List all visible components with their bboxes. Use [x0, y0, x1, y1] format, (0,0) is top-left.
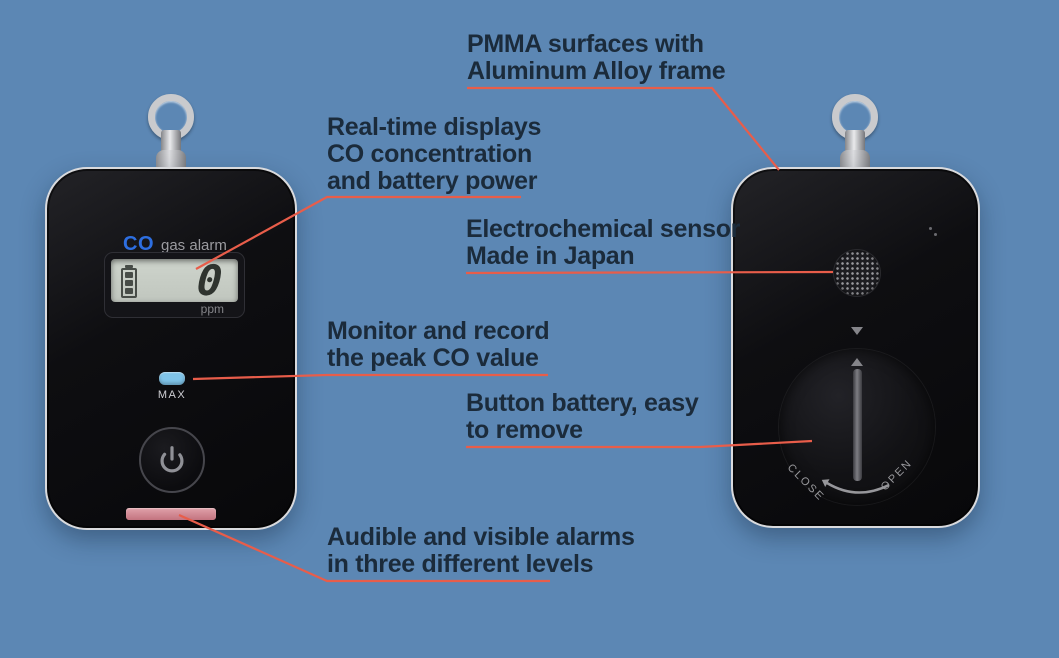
- annotation-text: PMMA surfaces with: [467, 30, 704, 58]
- annotation-button-battery: Button battery, easy to remove: [466, 389, 699, 444]
- alarm-light-strip: [126, 508, 216, 520]
- coin-slot: [853, 369, 862, 481]
- co-reading-value: 0: [194, 256, 224, 305]
- annotation-text: and battery power: [327, 167, 538, 195]
- door-marker-icon: [851, 358, 863, 366]
- annotation-text: Monitor and record: [327, 317, 550, 345]
- alignment-marker-icon: [851, 327, 863, 335]
- annotation-peak-value: Monitor and record the peak CO value: [327, 317, 550, 372]
- battery-door: CLOSE OPEN: [779, 349, 935, 505]
- annotation-pmma: PMMA surfaces with Aluminum Alloy frame: [467, 30, 726, 85]
- annotation-sensor: Electrochemical sensor Made in Japan: [466, 216, 740, 270]
- vent-dot: [934, 233, 937, 236]
- max-button: [159, 372, 185, 385]
- annotation-realtime-display: Real-time displays CO concentration and …: [327, 114, 541, 195]
- annotation-text: Audible and visible alarms: [327, 523, 635, 551]
- annotation-text: the peak CO value: [327, 344, 539, 372]
- annotation-text: Button battery, easy: [466, 389, 699, 417]
- power-button: [139, 427, 205, 493]
- annotation-text: in three different levels: [327, 550, 594, 578]
- lcd-screen: 0: [111, 256, 238, 305]
- rotate-arrow-icon: [821, 479, 890, 494]
- lcd-display: 0 ppm: [104, 252, 245, 318]
- device-back-view: CLOSE OPEN: [731, 167, 980, 528]
- annotation-text: Electrochemical sensor: [466, 215, 741, 243]
- lcd-unit-label: ppm: [200, 302, 224, 316]
- annotation-alarm-levels: Audible and visible alarms in three diff…: [327, 524, 635, 578]
- sensor-mesh-icon: [834, 250, 880, 296]
- vent-dot: [929, 227, 932, 230]
- annotation-text: CO concentration: [327, 140, 532, 168]
- brand-co: CO: [123, 233, 154, 255]
- device-front-view: CO gas alarm 0 ppm MAX: [45, 167, 297, 530]
- max-button-label: MAX: [157, 389, 187, 401]
- annotation-text: Aluminum Alloy frame: [467, 57, 726, 85]
- annotation-text: Real-time displays: [327, 113, 542, 141]
- annotation-text: Made in Japan: [466, 242, 635, 270]
- battery-level-icon: [121, 265, 137, 298]
- power-icon: [160, 446, 184, 473]
- annotation-text: to remove: [466, 416, 583, 444]
